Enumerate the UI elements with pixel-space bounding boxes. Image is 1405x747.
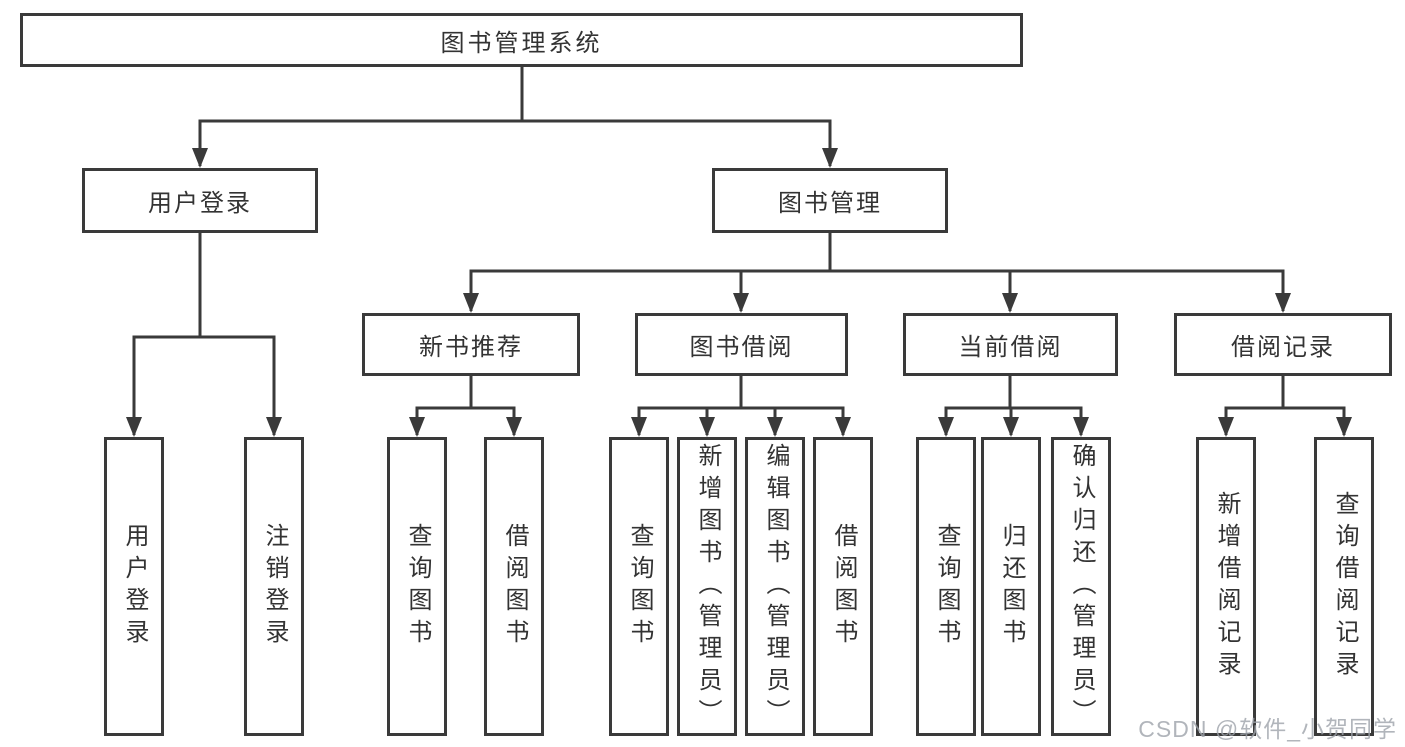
- node-new-book-recommendation: 新书推荐: [362, 313, 580, 376]
- csdn-watermark: CSDN @软件_小贺同学: [1138, 716, 1397, 742]
- leaf-query-borrow-record: 查询借阅记录: [1314, 437, 1374, 736]
- node-book-management: 图书管理: [712, 168, 948, 233]
- leaf-edit-book-admin: 编辑图书（管理员）: [745, 437, 805, 736]
- leaf-add-borrow-record: 新增借阅记录: [1196, 437, 1256, 736]
- leaf-return-book: 归还图书: [981, 437, 1041, 736]
- leaf-user-login: 用户登录: [104, 437, 164, 736]
- leaf-query-books-recommend: 查询图书: [387, 437, 447, 736]
- node-current-borrowing: 当前借阅: [903, 313, 1118, 376]
- node-book-borrowing: 图书借阅: [635, 313, 848, 376]
- leaf-borrow-books-recommend: 借阅图书: [484, 437, 544, 736]
- node-user-login: 用户登录: [82, 168, 318, 233]
- leaf-query-books-borrow: 查询图书: [609, 437, 669, 736]
- leaf-logout: 注销登录: [244, 437, 304, 736]
- node-library-management-system: 图书管理系统: [20, 13, 1023, 67]
- leaf-confirm-return-admin: 确认归还（管理员）: [1051, 437, 1111, 736]
- leaf-borrow-books: 借阅图书: [813, 437, 873, 736]
- node-borrowing-records: 借阅记录: [1174, 313, 1392, 376]
- leaf-query-books-current: 查询图书: [916, 437, 976, 736]
- leaf-add-book-admin: 新增图书（管理员）: [677, 437, 737, 736]
